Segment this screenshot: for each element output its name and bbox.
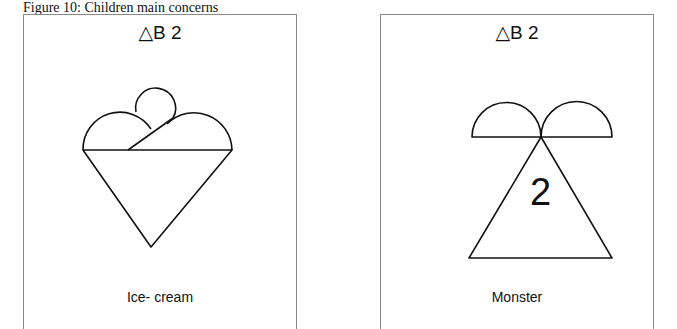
concern-card: △B 2 Ice- cream [23, 14, 297, 329]
ice-cream-cone [83, 150, 232, 247]
monster-body [469, 137, 612, 258]
card-name: Ice- cream [24, 289, 296, 305]
card-code: △B 2 [24, 21, 296, 44]
ice-cream-line [128, 118, 173, 150]
card-name: Monster [381, 289, 653, 305]
monster-head [472, 103, 541, 138]
ice-cream-scoop [83, 112, 151, 150]
monster-head [541, 102, 612, 138]
ice-cream-scoop [167, 113, 232, 150]
ice-cream-scoop [136, 88, 176, 118]
card-code: △B 2 [381, 21, 653, 44]
concern-card: △B 2 Monster [380, 14, 654, 329]
body-number: 2 [530, 173, 551, 211]
